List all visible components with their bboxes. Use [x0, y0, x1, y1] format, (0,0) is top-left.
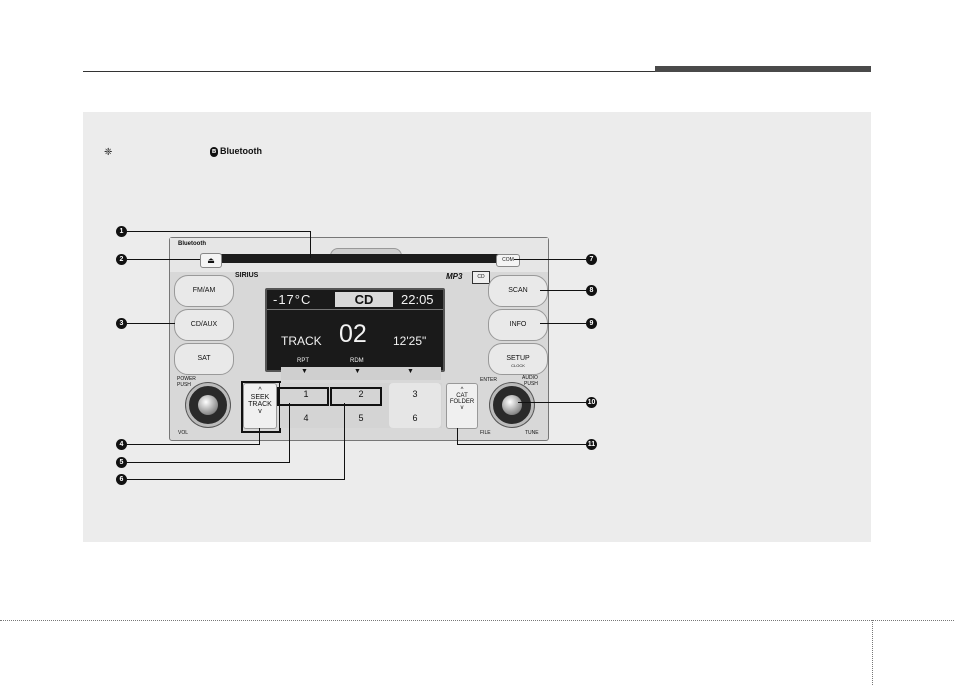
bluetooth-icon: ʙ	[210, 146, 218, 157]
temperature-readout: -17°C	[273, 292, 312, 307]
softkey-arrow-icon[interactable]: ▼	[301, 368, 308, 375]
softkey-arrow-icon[interactable]: ▼	[354, 368, 361, 375]
screen-divider	[267, 309, 443, 310]
callout-line-5	[127, 462, 290, 463]
rdm-label: RDM	[350, 358, 364, 364]
callout-line-1-drop	[310, 231, 311, 258]
seek-down-icon: v	[258, 408, 262, 415]
eject-button[interactable]: ⏏	[200, 253, 222, 268]
softkey-arrow-icon[interactable]: ▼	[407, 368, 414, 375]
preset-top-label: 1	[303, 389, 309, 399]
callout-number-2: 2	[116, 254, 127, 265]
source-readout: CD	[335, 292, 393, 307]
scan-button[interactable]: SCAN	[488, 275, 548, 307]
callout-number-11: 11	[586, 439, 597, 450]
callout-line-9	[540, 323, 586, 324]
fm-am-button[interactable]: FM/AM	[174, 275, 234, 307]
audio-push-label: PUSH	[524, 381, 538, 387]
elapsed-time: 12'25"	[393, 334, 427, 348]
preset-bottom-label: 4	[303, 413, 309, 423]
setup-label: SETUP	[506, 355, 530, 362]
rpt-label: RPT	[297, 358, 309, 364]
preset-button-2-5[interactable]: 2 5	[335, 383, 387, 428]
sat-button[interactable]: SAT	[174, 343, 234, 375]
callout-number-4: 4	[116, 439, 127, 450]
audio-label: AUDIO	[522, 375, 538, 381]
bluetooth-label: Bluetooth	[220, 146, 262, 156]
cd-logo: CD	[472, 271, 490, 284]
seek-up-icon: ^	[258, 387, 262, 394]
com-button[interactable]: COM	[496, 254, 520, 267]
track-label: TRACK	[281, 334, 322, 348]
seek-track-button[interactable]: ^ SEEK TRACK v	[243, 383, 277, 429]
setup-button[interactable]: SETUP CLOCK	[488, 343, 548, 375]
clock-readout: 22:05	[401, 292, 434, 307]
screen-softkey-labels: RPT RDM	[265, 358, 445, 368]
info-button[interactable]: INFO	[488, 309, 548, 341]
callout-line-5-rise	[289, 403, 290, 462]
callout-number-6: 6	[116, 474, 127, 485]
unit-bluetooth-logo: Bluetooth	[178, 241, 206, 247]
vol-label: VOL	[178, 430, 189, 436]
callout-number-7: 7	[586, 254, 597, 265]
folder-down-icon: v	[460, 405, 464, 411]
callout-line-4-rise	[259, 428, 260, 444]
folder-label: FOLDER	[449, 399, 475, 405]
seek-highlight-box	[241, 381, 281, 433]
callout-number-9: 9	[586, 318, 597, 329]
preset-top-label: 3	[412, 389, 418, 399]
preset-top-label: 2	[358, 389, 364, 399]
track-number: 02	[339, 320, 367, 348]
preset-bottom-label: 6	[412, 413, 418, 423]
footer-dotted-rule	[0, 620, 954, 621]
file-label: FILE	[480, 430, 491, 436]
preset-1-highlight-box	[277, 387, 329, 406]
folder-up-icon: ^	[460, 387, 464, 393]
header-bar	[655, 66, 871, 72]
callout-line-11-rise	[457, 428, 458, 444]
cd-aux-button[interactable]: CD/AUX	[174, 309, 234, 341]
volume-knob[interactable]	[186, 383, 230, 427]
callout-line-10	[518, 402, 586, 403]
callout-number-3: 3	[116, 318, 127, 329]
callout-line-1	[127, 231, 310, 232]
callout-line-3	[127, 323, 175, 324]
enter-label: ENTER	[480, 377, 497, 383]
cat-label: CAT	[456, 393, 468, 399]
tune-knob[interactable]	[490, 383, 534, 427]
footer-dotted-divider	[872, 620, 873, 685]
disc-slot-hump	[330, 248, 402, 257]
tune-label: TUNE	[525, 430, 539, 436]
cat-folder-button[interactable]: ^ CAT FOLDER v	[446, 383, 478, 429]
sirius-logo: SIRIUS	[235, 272, 259, 279]
callout-line-6	[127, 479, 345, 480]
callout-line-4	[127, 444, 260, 445]
preset-2-highlight-box	[330, 387, 382, 406]
callout-number-8: 8	[586, 285, 597, 296]
seek-label: SEEK	[250, 394, 270, 401]
softkey-arrow-strip: ▼ ▼ ▼	[281, 367, 441, 380]
header-rule	[83, 71, 655, 72]
callout-line-7	[514, 259, 586, 260]
track-label-button: TRACK	[248, 401, 272, 408]
power-label: POWER	[177, 376, 196, 382]
callout-line-2	[127, 259, 200, 260]
clock-label: CLOCK	[511, 363, 525, 368]
callout-line-6-rise	[344, 403, 345, 479]
note-bullet: ❈	[104, 147, 113, 158]
disc-slot	[202, 254, 510, 263]
callout-number-1: 1	[116, 226, 127, 237]
audio-head-unit: Bluetooth ⏏ COM SIRIUS MP3 CD FM/AM CD/A…	[169, 237, 549, 441]
preset-bottom-label: 5	[358, 413, 364, 423]
callout-number-5: 5	[116, 457, 127, 468]
mp3-logo: MP3	[446, 272, 463, 281]
power-push-label: PUSH	[177, 382, 191, 388]
callout-line-11	[457, 444, 586, 445]
callout-line-8	[540, 290, 586, 291]
preset-button-3-6[interactable]: 3 6	[389, 383, 441, 428]
preset-button-1-4[interactable]: 1 4	[280, 383, 332, 428]
callout-number-10: 10	[586, 397, 597, 408]
